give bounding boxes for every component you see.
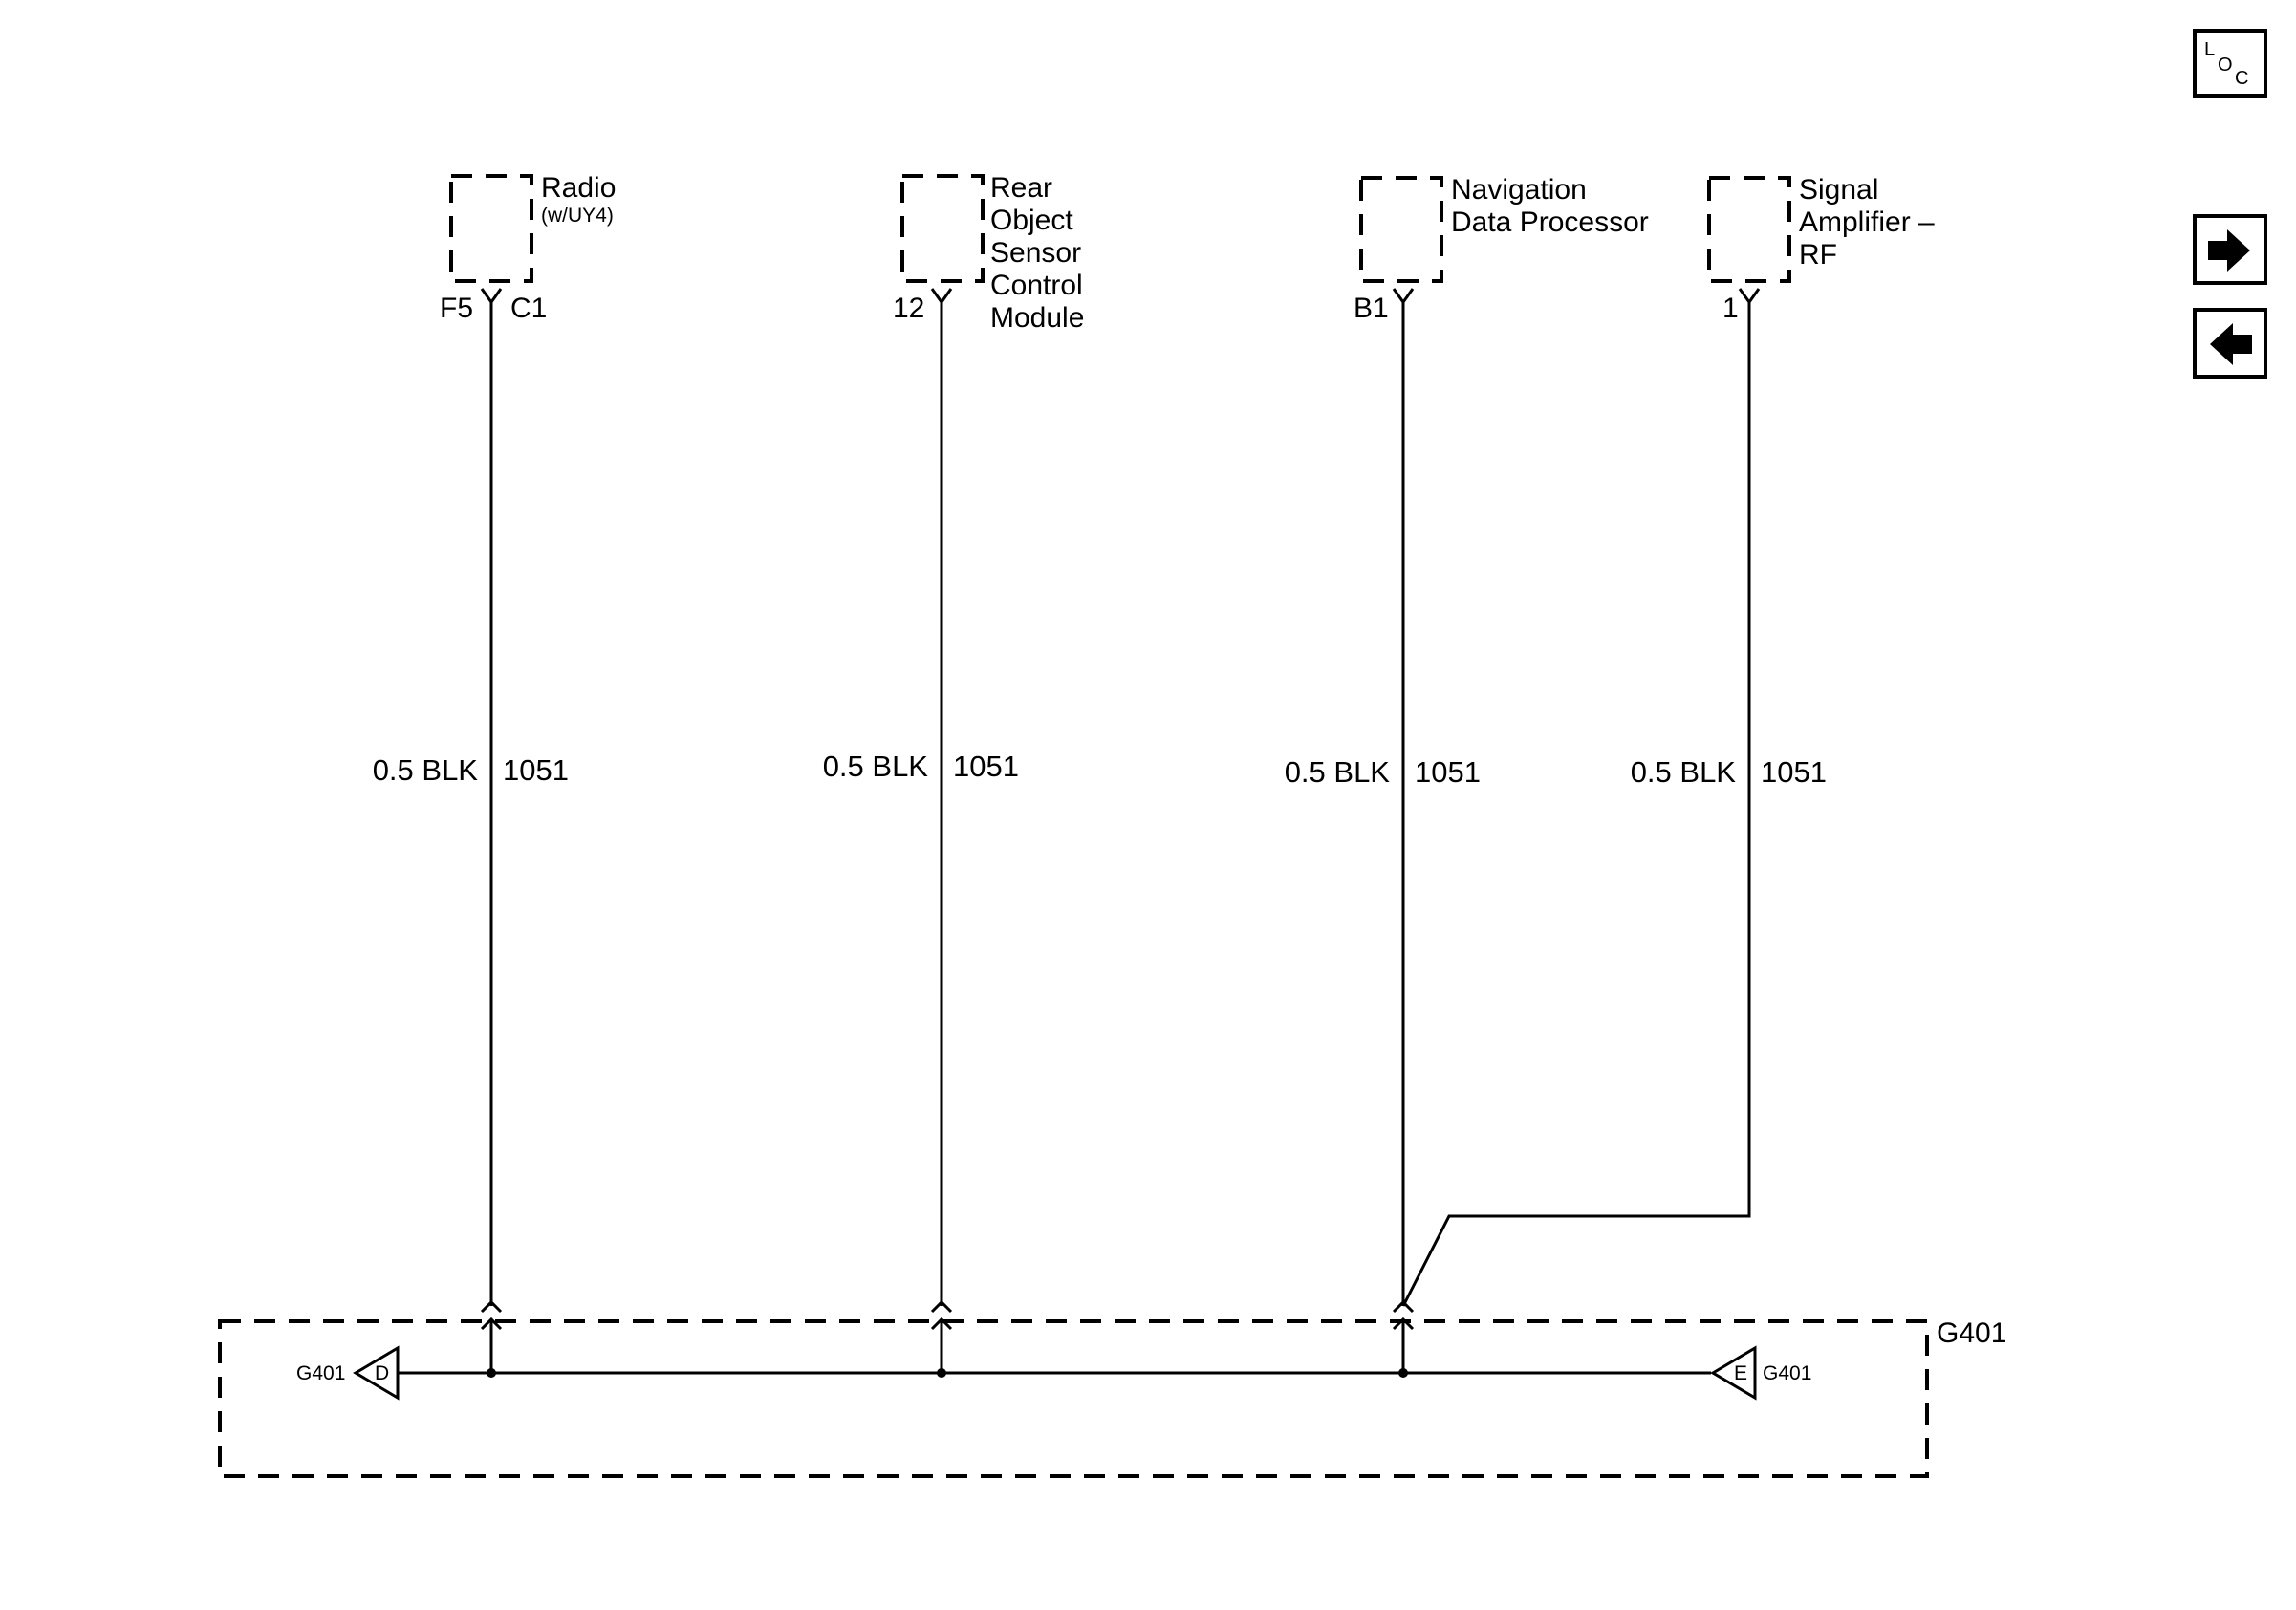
ground-box <box>218 1319 1929 1478</box>
signal-amplifier-pin-1: 1 <box>1722 293 1739 324</box>
signal-amplifier-box <box>1707 176 1791 283</box>
ground-ref-e-triangle <box>1710 1345 1757 1401</box>
signal-amplifier-label-2: Amplifier – <box>1799 207 1935 238</box>
wire-navigation-circuit: 1051 <box>1415 755 1481 789</box>
navigation-label-1: Navigation <box>1451 174 1587 206</box>
connector-navigation <box>1392 1299 1415 1377</box>
wire-signal-amplifier-size-color: 0.5 BLK <box>1631 755 1737 789</box>
wire-rear-object-sensor-circuit: 1051 <box>953 750 1019 783</box>
right-arrow-icon <box>2208 229 2250 272</box>
rear-object-sensor-box <box>900 174 985 283</box>
wire-signal-amplifier <box>1401 300 1751 1307</box>
component-signal-amplifier: Signal Amplifier – RF 1 <box>1707 174 1935 324</box>
radio-label: Radio <box>541 172 616 204</box>
splice-navigation <box>1398 1368 1408 1378</box>
radio-sublabel: (w/UY4) <box>541 205 614 227</box>
wire-signal-amplifier-circuit: 1051 <box>1761 755 1827 789</box>
ground-ref-d-letter: D <box>375 1362 389 1384</box>
ground-g401: G401 D G401 E G401 <box>218 1317 2006 1478</box>
signal-amplifier-terminal <box>1738 288 1761 305</box>
splice-rear-object-sensor <box>937 1368 946 1378</box>
signal-amplifier-label-3: RF <box>1799 239 1837 271</box>
wire-navigation-size-color: 0.5 BLK <box>1285 755 1391 789</box>
radio-pin-f5: F5 <box>440 293 473 324</box>
splice-radio <box>487 1368 496 1378</box>
ground-ref-d-name: G401 <box>296 1362 345 1384</box>
ground-label: G401 <box>1937 1317 2006 1349</box>
wire-radio-circuit: 1051 <box>503 753 569 787</box>
connector-rear-object-sensor <box>930 1299 953 1377</box>
forward-button[interactable] <box>2193 214 2267 285</box>
left-arrow-icon <box>2210 323 2252 365</box>
rear-object-sensor-terminal <box>930 288 953 305</box>
wire-radio-size-color: 0.5 BLK <box>373 753 479 787</box>
rear-object-sensor-label-2: Object <box>990 205 1073 236</box>
rear-object-sensor-label-4: Control <box>990 270 1083 301</box>
navigation-box <box>1359 176 1443 283</box>
navigation-label-2: Data Processor <box>1451 207 1649 238</box>
rear-object-sensor-pin-12: 12 <box>893 293 924 324</box>
connector-radio <box>480 1299 503 1377</box>
ground-ref-e-letter: E <box>1734 1362 1747 1384</box>
loc-letter-o: O <box>2218 54 2233 76</box>
ground-ref-e-name: G401 <box>1763 1362 1811 1384</box>
navigation-pin-b1: B1 <box>1354 293 1389 324</box>
rear-object-sensor-label-5: Module <box>990 302 1084 334</box>
radio-pin-c1: C1 <box>510 293 547 324</box>
loc-letter-l: L <box>2204 39 2215 60</box>
rear-object-sensor-label-3: Sensor <box>990 237 1081 269</box>
back-button[interactable] <box>2193 308 2267 379</box>
loc-button[interactable]: L O C <box>2193 29 2267 98</box>
loc-letter-c: C <box>2235 68 2248 89</box>
radio-box <box>449 174 533 283</box>
radio-terminal <box>480 288 503 305</box>
wire-rear-object-sensor-size-color: 0.5 BLK <box>823 750 929 783</box>
component-radio: Radio (w/UY4) F5 C1 <box>440 172 616 324</box>
signal-amplifier-label-1: Signal <box>1799 174 1878 206</box>
ground-ref-d-triangle <box>353 1345 400 1401</box>
component-navigation-data-processor: Navigation Data Processor B1 <box>1354 174 1649 324</box>
rear-object-sensor-label-1: Rear <box>990 172 1052 204</box>
component-rear-object-sensor: Rear Object Sensor Control Module 12 <box>893 172 1084 334</box>
navigation-terminal <box>1392 288 1415 305</box>
